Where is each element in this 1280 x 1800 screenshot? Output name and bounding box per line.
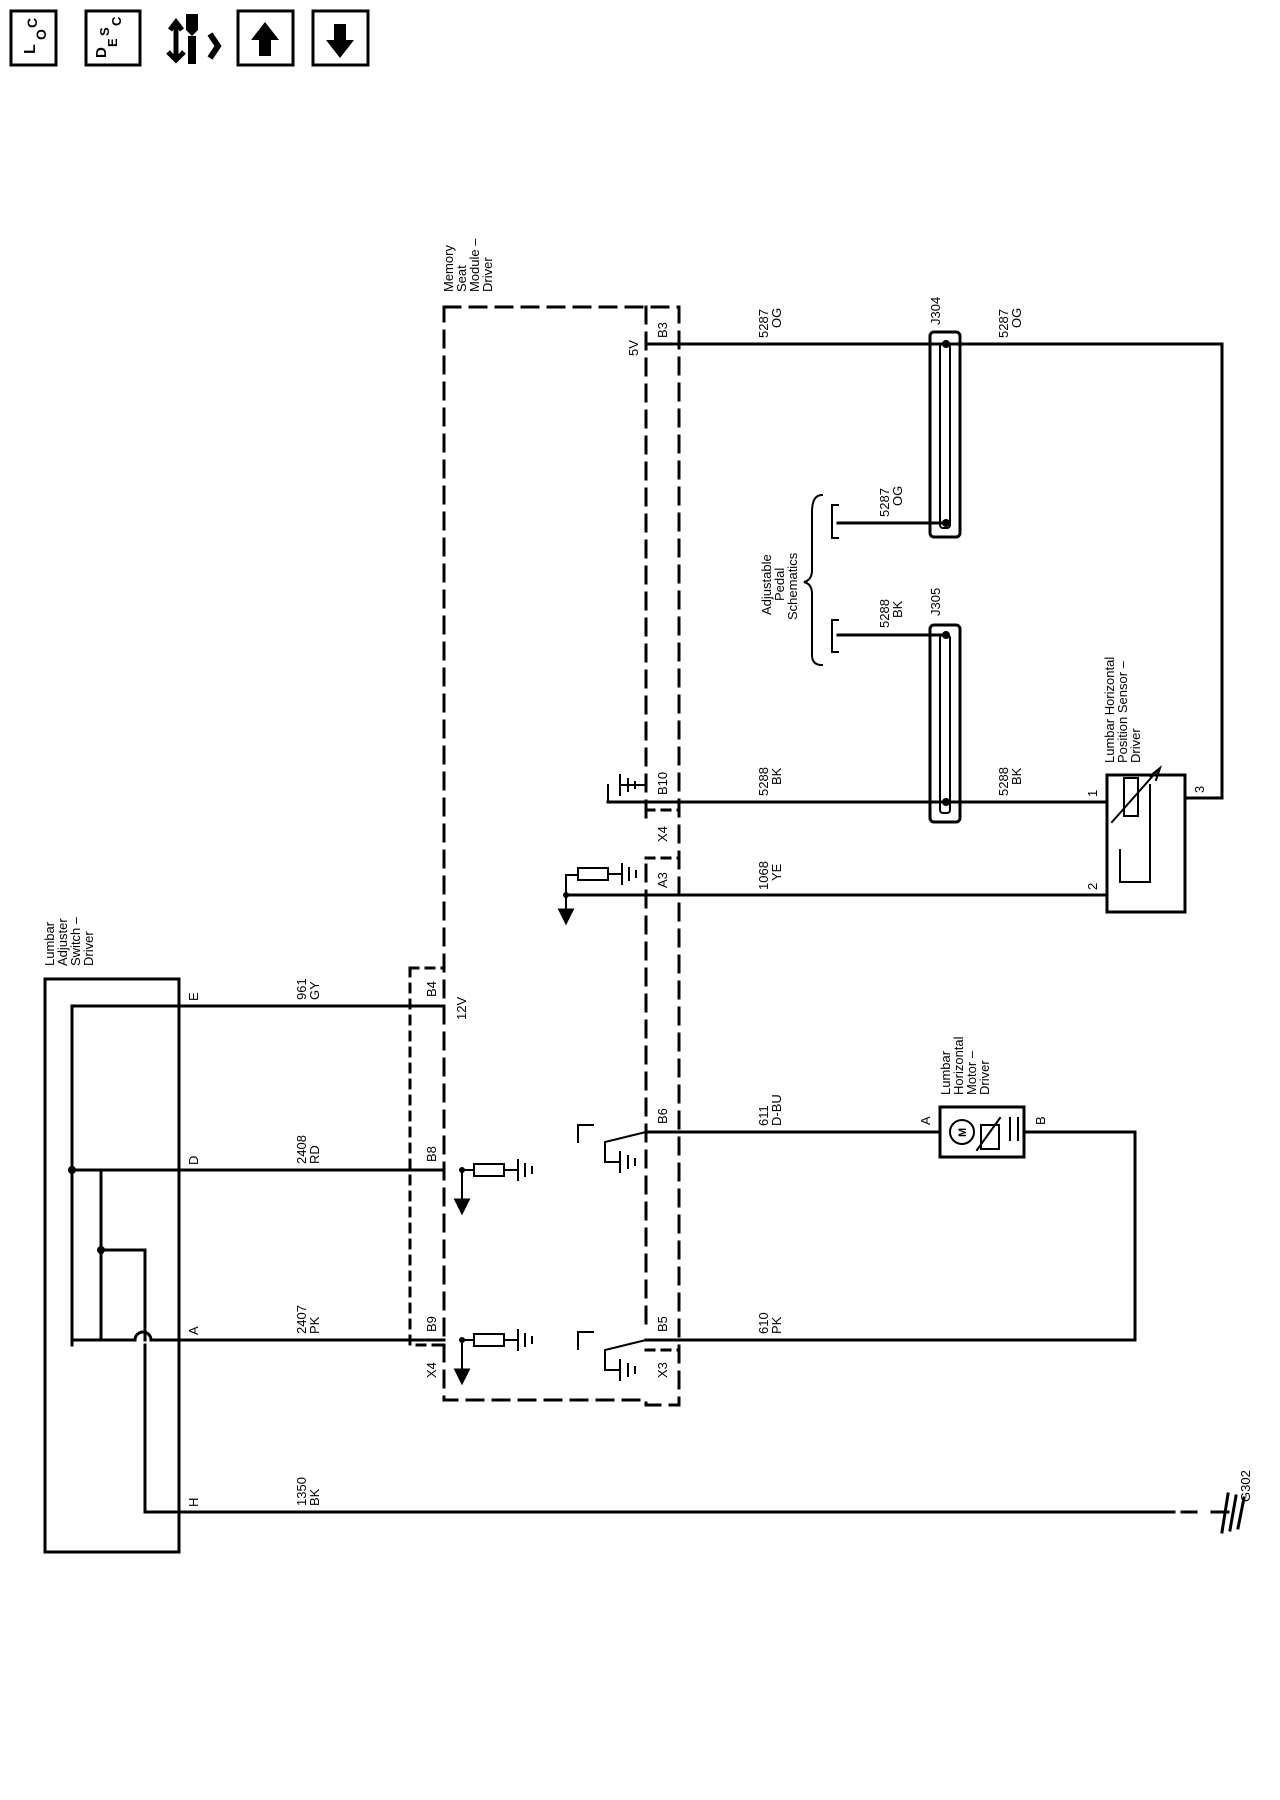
lumbar-adjuster-switch — [43, 977, 181, 1554]
loc-button[interactable]: L O C — [9, 9, 58, 67]
wire-1350-circuit: 1350 — [294, 1477, 309, 1506]
pin-b10: B10 — [655, 772, 670, 795]
pin-b3: B3 — [655, 322, 670, 338]
motor-symbol-icon — [949, 1119, 975, 1145]
switch-pin-d: D — [186, 1156, 201, 1165]
svg-text:S: S — [97, 27, 112, 36]
wire-610-circuit: 610 — [756, 1312, 771, 1334]
module-name-line2: Seat — [454, 265, 469, 292]
lumbar-position-sensor — [1105, 773, 1187, 914]
pin-b8: B8 — [424, 1146, 439, 1162]
wire-5287-circuit: 5287 — [996, 309, 1011, 338]
reference-line2: Pedal — [772, 568, 787, 601]
motor-symbol: M — [957, 1128, 969, 1137]
sensor-name-line1: Lumbar Horizontal — [1102, 657, 1117, 763]
ground-g302-label: G302 — [1238, 1470, 1253, 1502]
switch-name-line1: Lumbar — [42, 921, 57, 966]
switch-name-line2: Adjuster — [55, 918, 70, 966]
motor-name-line3: Motor – — [964, 1050, 979, 1095]
up-arrow-icon — [251, 22, 279, 56]
ground-g302-icon — [1210, 1492, 1246, 1534]
wire-610 — [644, 1130, 1137, 1342]
wire-5288-circuit: 5288 — [877, 599, 892, 628]
reference-line1: Adjustable — [759, 554, 774, 615]
motor-name-line1: Lumbar — [938, 1050, 953, 1095]
wire-1068-color: YE — [769, 863, 784, 881]
switch-pin-a: A — [186, 1326, 201, 1335]
voltage-5v: 5V — [626, 340, 641, 356]
splice-j305 — [928, 623, 962, 824]
wire-2407-color: PK — [307, 1316, 322, 1334]
wire-5287-circuit: 5287 — [877, 488, 892, 517]
wire-2407-circuit: 2407 — [294, 1305, 309, 1334]
splice-j304 — [928, 330, 962, 539]
splice-j305-label: J305 — [928, 588, 943, 616]
connector-wrench-icon[interactable] — [166, 14, 222, 64]
desc-button[interactable]: D E S C — [84, 9, 142, 67]
wire-961-circuit: 961 — [294, 978, 309, 1000]
wire-2408-color: RD — [307, 1145, 322, 1164]
sensor-name-line2: Position Sensor – — [1115, 660, 1130, 763]
switch-name-line4: Driver — [81, 931, 96, 966]
connector-x3: X3 — [655, 1362, 670, 1378]
pin-a3: A3 — [655, 872, 670, 888]
module-name-line3: Module – — [467, 238, 482, 292]
wire-5287-color: OG — [1009, 308, 1024, 328]
wire-5287-color: OG — [769, 308, 784, 328]
down-arrow-button[interactable] — [311, 9, 370, 67]
switch-pin-h: H — [186, 1498, 201, 1507]
sensor-name-line3: Driver — [1128, 728, 1143, 763]
down-arrow-icon — [326, 24, 354, 58]
connector-x4-lower: X4 — [424, 1362, 439, 1378]
svg-text:E: E — [105, 38, 120, 47]
sensor-pin-1: 1 — [1085, 790, 1100, 797]
pin-b9: B9 — [424, 1316, 439, 1332]
module-name-line1: Memory — [441, 245, 456, 292]
sensor-pin-2: 2 — [1085, 883, 1100, 890]
wire-5287 — [644, 342, 1224, 800]
module-name-line4: Driver — [480, 257, 495, 292]
motor-name-line4: Driver — [977, 1060, 992, 1095]
connector-x4-upper: X4 — [655, 826, 670, 842]
desc-icon: D — [93, 47, 110, 58]
wire-5288-color: BK — [890, 600, 905, 618]
wire-2408-circuit: 2408 — [294, 1135, 309, 1164]
switch-name-line3: Switch – — [68, 916, 83, 966]
voltage-12v: 12V — [454, 997, 469, 1020]
motor-pin-a: A — [918, 1116, 933, 1125]
wire-5288-color: BK — [769, 767, 784, 785]
wire-5288-circuit: 5288 — [756, 767, 771, 796]
wire-5288-circuit: 5288 — [996, 767, 1011, 796]
wire-5288-color: BK — [1009, 767, 1024, 785]
wire-1350-color: BK — [307, 1488, 322, 1506]
svg-text:C: C — [24, 18, 40, 28]
svg-text:C: C — [109, 16, 124, 26]
wire-1068-circuit: 1068 — [756, 861, 771, 890]
up-arrow-button[interactable] — [236, 9, 295, 67]
pin-b4: B4 — [424, 981, 439, 997]
memory-seat-module — [408, 305, 681, 1407]
sensor-pin-3: 3 — [1192, 786, 1207, 793]
wire-5287-color: OG — [890, 486, 905, 506]
svg-text:O: O — [33, 29, 49, 40]
wire-610-color: PK — [769, 1316, 784, 1334]
loc-icon: L — [22, 44, 39, 54]
toolbar: L O C D E S C — [0, 0, 400, 80]
pin-b5: B5 — [655, 1316, 670, 1332]
pin-b6: B6 — [655, 1108, 670, 1124]
wire-611-circuit: 611 — [756, 1105, 771, 1126]
motor-pin-b: B — [1033, 1116, 1048, 1125]
switch-pin-e: E — [186, 992, 201, 1001]
reference-line3: Schematics — [785, 552, 800, 620]
wire-611-color: D-BU — [769, 1094, 784, 1126]
wire-961-color: GY — [307, 981, 322, 1000]
splice-j304-label: J304 — [928, 297, 943, 325]
wire-5287-circuit: 5287 — [756, 309, 771, 338]
motor-name-line2: Horizontal — [951, 1036, 966, 1095]
